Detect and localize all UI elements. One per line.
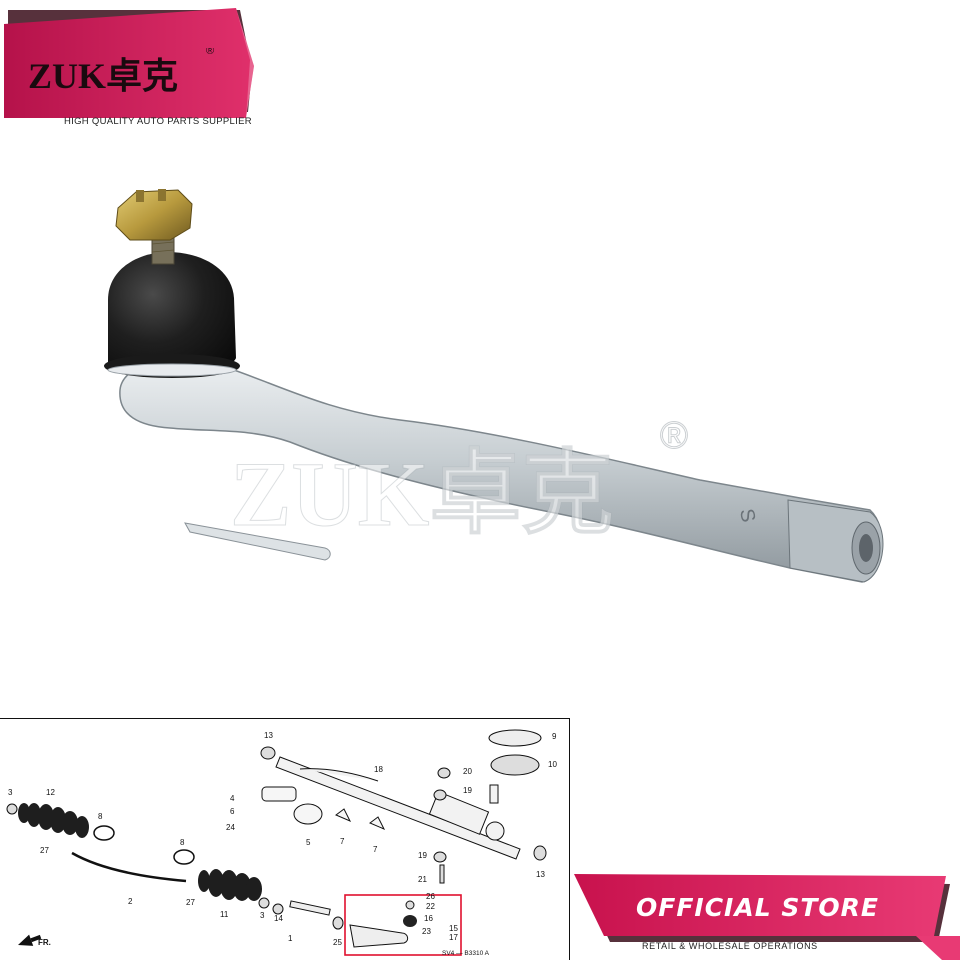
brand-tagline: HIGH QUALITY AUTO PARTS SUPPLIER	[64, 116, 252, 127]
rack-mounts	[261, 786, 386, 830]
tie-rod-end-illustration: S ZUK卓克 ®	[104, 189, 884, 583]
callout: 10	[548, 760, 557, 769]
direction-label: FR.	[38, 938, 51, 947]
cotter-pin	[184, 522, 331, 561]
callout: 6	[230, 807, 235, 816]
callout: 24	[226, 823, 235, 832]
callout: 11	[220, 910, 229, 919]
product-photo-tie-rod-end: S ZUK卓克 ®	[100, 180, 900, 620]
tie-rod-end-highlight	[344, 894, 462, 956]
brand-name: ZUK卓克	[28, 56, 178, 96]
exploded-parts-diagram: FR. SV4 — B3310 A 1 2 3 3 4 5 6 7 7 8 8 …	[0, 718, 570, 960]
callout: 15	[449, 924, 458, 933]
callout: 12	[46, 788, 55, 797]
callout: 27	[186, 898, 195, 907]
callout: 14	[274, 914, 283, 923]
callout: 5	[306, 838, 311, 847]
brand-logo: ZUK卓克 ®	[22, 45, 232, 108]
rubber-boot	[108, 252, 236, 373]
exploded-diagram-drawing: FR. SV4 — B3310 A 1 2 3 3 4 5 6 7 7 8 8 …	[6, 729, 557, 957]
brand-logo-mark: ZUK卓克 ®	[28, 45, 214, 96]
callout: 16	[424, 914, 433, 923]
callout: 7	[340, 837, 345, 846]
callout: 7	[373, 845, 378, 854]
callout: 4	[230, 794, 235, 803]
left-boot	[18, 803, 89, 838]
callout: 27	[40, 846, 49, 855]
official-store-ribbon	[574, 874, 960, 960]
part-stamp: S	[735, 507, 759, 524]
official-store-banner	[570, 870, 960, 960]
steering-rack	[275, 756, 521, 860]
callout-numbers: 1 2 3 3 4 5 6 7 7 8 8 9 10 11 12 13 13 1…	[8, 731, 557, 947]
callout: 25	[333, 938, 342, 947]
watermark-registered-mark: ®	[660, 415, 688, 457]
callout: 8	[180, 838, 185, 847]
callout: 1	[288, 934, 293, 943]
callout: 17	[449, 933, 458, 942]
brand-banner-shape	[4, 8, 254, 118]
official-store-label: OFFICIAL STORE	[636, 893, 879, 922]
callout: 19	[418, 851, 427, 860]
callout: 13	[264, 731, 273, 740]
callout: 21	[418, 875, 427, 884]
direction-arrow	[18, 934, 42, 946]
callout: 2	[128, 897, 133, 906]
callout: 22	[426, 902, 435, 911]
callout: 9	[552, 732, 557, 741]
brand-banner	[0, 0, 260, 135]
castle-nut	[115, 189, 193, 241]
brand-registered-mark: ®	[206, 48, 214, 57]
official-store-sublabel: RETAIL & WHOLESALE OPERATIONS	[642, 941, 818, 951]
callout: 19	[463, 786, 472, 795]
callout: 20	[463, 767, 472, 776]
callout: 26	[426, 892, 435, 901]
callout: 23	[422, 927, 431, 936]
mount-bushing	[490, 754, 540, 776]
callout: 18	[374, 765, 383, 774]
mount-washer	[488, 729, 542, 747]
right-boot	[198, 869, 262, 901]
product-watermark: ZUK卓克	[230, 443, 613, 545]
callout: 8	[98, 812, 103, 821]
callout: 3	[260, 911, 265, 920]
callout: 13	[536, 870, 545, 879]
diagram-footer-code: SV4 — B3310 A	[442, 950, 490, 957]
callout: 3	[8, 788, 13, 797]
